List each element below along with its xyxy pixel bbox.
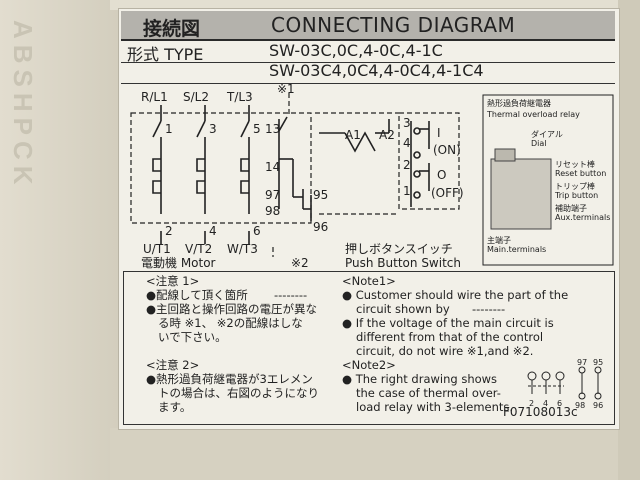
embossed-brand-text: ABSHPCK <box>8 20 38 191</box>
contact-number-6: 6 <box>253 224 261 238</box>
enclosure-side: ABSHPCK <box>0 0 118 480</box>
pb-number-2: 2 <box>403 158 411 172</box>
note1-jp-line3: る時 ※1、 ※2の配線はしな <box>158 316 303 330</box>
pb-number-4: 4 <box>403 136 411 150</box>
note-mark-2: ※2 <box>291 256 309 270</box>
enclosure-right-edge <box>618 0 640 480</box>
note1-jp-line4: いで下さい。 <box>158 330 227 344</box>
pb-on-label: I <box>437 126 441 140</box>
contact-number-5: 5 <box>253 122 261 136</box>
relay-main-jp: 主端子 <box>487 235 511 245</box>
title-japanese: 接続図 <box>143 18 201 40</box>
relay-trip-jp: トリップ棒 <box>555 181 595 191</box>
main-circuit-lines <box>152 105 430 244</box>
type-models-line-1: SW-03C,0C,4-0C,4-1C <box>269 41 443 60</box>
customer-wiring-dashed <box>130 93 460 257</box>
mini-number-97: 97 <box>577 358 587 367</box>
coil-terminal-a1: A1 <box>345 128 361 142</box>
mini-number-98: 98 <box>575 401 585 410</box>
type-divider <box>121 62 615 63</box>
contact-number-3: 3 <box>209 122 217 136</box>
type-label: 形式 TYPE <box>127 45 204 64</box>
load-label-u: U/T1 <box>143 242 171 256</box>
contact-number-1: 1 <box>165 122 173 136</box>
pb-on-sub: (ON) <box>433 143 461 157</box>
note1-jp-dashes: -------- <box>274 288 308 302</box>
notes-box: <注意 1> ●配線して頂く箇所 -------- ●主回路と操作回路の電圧が異… <box>123 271 615 425</box>
note1-en-line2: circuit shown by <box>356 302 450 316</box>
relay-reset-en: Reset button <box>555 169 606 178</box>
coil-terminal-a2: A2 <box>379 128 395 142</box>
note2-en-heading: <Note2> <box>342 358 396 372</box>
mini-number-2: 2 <box>529 399 534 408</box>
relay-dial-en: Dial <box>531 139 547 148</box>
line-label-t: T/L3 <box>226 90 253 104</box>
motor-label: 電動機 Motor <box>141 255 216 270</box>
mini-number-4: 4 <box>543 399 548 408</box>
relay-title-jp: 熱形過負荷継電器 <box>487 98 551 108</box>
relay-body <box>490 158 552 230</box>
thermal-relay-figure: 熱形過負荷継電器 Thermal overload relay ダイアル Dia… <box>482 94 614 266</box>
push-button-label-en: Push Button Switch <box>345 256 461 270</box>
title-bar: 接続図 CONNECTING DIAGRAM <box>121 11 615 41</box>
load-label-w: W/T3 <box>227 242 258 256</box>
note2-en-line3: load relay with 3-elements. <box>356 400 514 414</box>
line-label-s: S/L2 <box>183 90 209 104</box>
mini-number-95: 95 <box>593 358 603 367</box>
enclosure-top-edge <box>110 0 640 10</box>
note1-en-line1: ● Customer should wire the part of the <box>342 288 569 302</box>
pb-number-1: 1 <box>403 184 411 198</box>
note1-jp-line2: ●主回路と操作回路の電圧が異な <box>146 302 318 316</box>
note1-en-line3: ● If the voltage of the main circuit is <box>342 316 554 330</box>
aux-number-95: 95 <box>313 188 328 202</box>
diagram-labels: R/L1 S/L2 T/L3 ※1 1 3 5 13 14 97 98 95 9… <box>141 82 464 270</box>
relay-title-en: Thermal overload relay <box>486 110 580 119</box>
mini-number-96: 96 <box>593 401 603 410</box>
aux-number-96: 96 <box>313 220 328 234</box>
note2-jp-heading: <注意 2> <box>146 358 200 372</box>
note1-en-dashes: -------- <box>472 302 506 316</box>
aux-number-97: 97 <box>265 188 280 202</box>
enclosure-bottom-edge <box>110 428 640 480</box>
pb-off-label: O <box>437 168 446 182</box>
note1-en-line5: circuit, do not wire ※1,and ※2. <box>356 344 534 358</box>
wiring-diagram: R/L1 S/L2 T/L3 ※1 1 3 5 13 14 97 98 95 9… <box>130 82 614 270</box>
wiring-label-sticker: 接続図 CONNECTING DIAGRAM 形式 TYPE SW-03C,0C… <box>118 8 620 430</box>
note1-jp-line1: ●配線して頂く箇所 <box>146 288 248 302</box>
load-label-v: V/T2 <box>185 242 212 256</box>
note1-en-heading: <Note1> <box>342 274 396 288</box>
type-divider-bottom <box>121 83 615 84</box>
relay-trip-en: Trip button <box>554 191 598 200</box>
note-mark-1: ※1 <box>277 82 295 96</box>
relay-aux-en: Aux.terminals <box>555 213 610 222</box>
document-code: F07108013c <box>503 405 578 419</box>
pb-number-3: 3 <box>403 116 411 130</box>
note2-en-line1: ● The right drawing shows <box>342 372 498 386</box>
contact-number-2: 2 <box>165 224 173 238</box>
mini-number-6: 6 <box>557 399 562 408</box>
line-label-r: R/L1 <box>141 90 168 104</box>
note2-jp-line1: ●熱形過負荷継電器が3エレメン <box>146 372 313 386</box>
note2-en-line2: the case of thermal over- <box>356 386 501 400</box>
note1-en-line4: different from that of the control <box>356 330 544 344</box>
relay-aux-jp: 補助端子 <box>555 203 587 213</box>
pb-off-sub: (OFF) <box>431 186 464 200</box>
note2-jp-line3: ます。 <box>158 400 192 414</box>
contact-number-13: 13 <box>265 122 280 136</box>
title-english: CONNECTING DIAGRAM <box>271 13 516 37</box>
aux-number-98: 98 <box>265 204 280 218</box>
contact-number-4: 4 <box>209 224 217 238</box>
aux-number-14: 14 <box>265 160 280 174</box>
three-element-mini-diagram: 97 95 2 4 6 98 96 <box>527 358 603 410</box>
relay-main-en: Main.terminals <box>487 245 546 254</box>
relay-dial <box>494 148 516 162</box>
push-button-label-jp: 押しボタンスイッチ <box>345 242 453 256</box>
type-models-line-2: SW-03C4,0C4,4-0C4,4-1C4 <box>269 61 484 80</box>
note2-jp-line2: トの場合は、右図のようになり <box>158 386 319 400</box>
relay-frame <box>482 94 614 266</box>
relay-dial-jp: ダイアル <box>531 129 563 139</box>
relay-reset-jp: リセット棒 <box>555 159 595 169</box>
note1-jp-heading: <注意 1> <box>146 274 200 288</box>
